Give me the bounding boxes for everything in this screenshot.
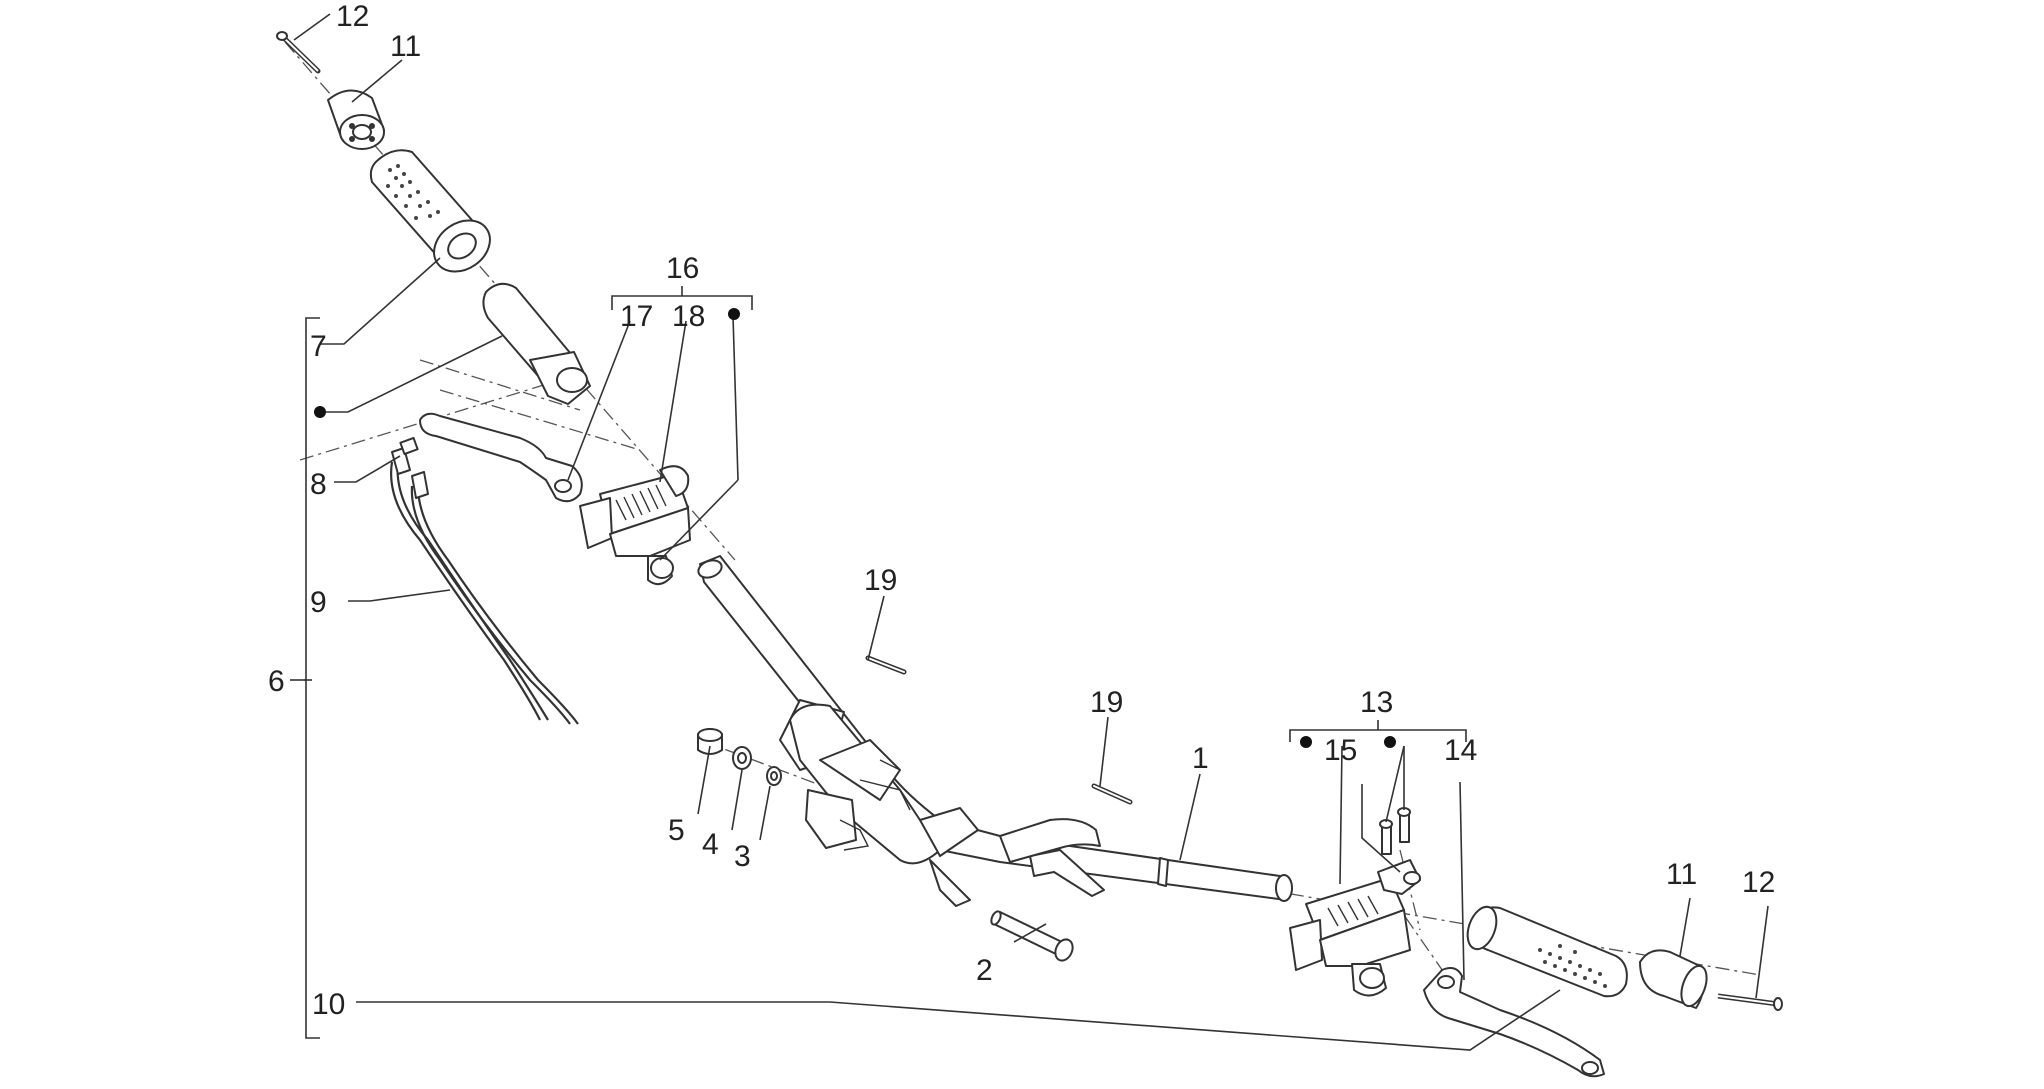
callout-16: 16 xyxy=(666,252,699,285)
left-bar-end-weight xyxy=(327,89,385,150)
callout-7: 7 xyxy=(310,330,327,363)
right-bar-end-bolt xyxy=(1717,993,1783,1011)
callout-2: 2 xyxy=(976,954,993,987)
group-bracket-13 xyxy=(1289,720,1467,742)
washer-part-4 xyxy=(732,746,752,770)
screws-part-15 xyxy=(1379,807,1411,855)
left-bar-end-bolt xyxy=(276,31,321,74)
callout-1: 1 xyxy=(1192,742,1209,775)
callout-9: 9 xyxy=(310,586,327,619)
callout-13-label: 13 xyxy=(1360,686,1393,719)
nut-part-5 xyxy=(697,728,723,755)
callout-12-top: 12 xyxy=(336,0,369,33)
callout-labels: 12 11 7 8 9 6 10 16 17 18 19 19 1 2 5 4 … xyxy=(268,0,1775,1021)
kit-dot-13b xyxy=(1384,736,1396,748)
leader-lines xyxy=(293,13,1769,1051)
callout-3: 3 xyxy=(734,840,751,873)
right-brake-lever xyxy=(1423,967,1605,1078)
right-bar-end-weight xyxy=(1639,949,1708,1009)
left-handle-grip xyxy=(369,149,491,273)
left-master-cylinder xyxy=(579,465,691,586)
callout-11-right: 11 xyxy=(1666,858,1697,891)
right-master-cylinder xyxy=(1289,877,1411,997)
callout-4: 4 xyxy=(702,828,719,861)
left-brake-lever xyxy=(419,412,583,503)
reservoir-grille xyxy=(615,484,667,521)
callout-11-top: 11 xyxy=(390,30,421,63)
bolt-part-2 xyxy=(990,910,1074,962)
callout-5: 5 xyxy=(668,814,685,847)
callout-17: 17 xyxy=(620,300,653,333)
kit-dot-left xyxy=(314,406,326,418)
callout-19-upper: 19 xyxy=(864,564,897,597)
kit-dot-13a xyxy=(1300,736,1312,748)
right-handle-grip xyxy=(1466,905,1628,998)
group-bracket-6 xyxy=(290,317,320,1039)
reservoir-grille-right xyxy=(1327,895,1379,927)
callout-19-lower: 19 xyxy=(1090,686,1123,719)
callout-18: 18 xyxy=(672,300,705,333)
throttle-cables xyxy=(390,436,579,725)
kit-marker-dots xyxy=(314,308,1396,748)
clamp-part-15 xyxy=(1377,859,1421,895)
callout-10: 10 xyxy=(312,988,345,1021)
throttle-sleeve xyxy=(482,282,591,405)
kit-dot-16 xyxy=(728,308,740,320)
handlebar xyxy=(697,555,1293,907)
cable-tie-lower xyxy=(1091,783,1133,805)
washer-part-3 xyxy=(766,766,782,786)
callout-15: 15 xyxy=(1324,734,1357,767)
callout-6: 6 xyxy=(268,665,285,698)
grip-texture-right xyxy=(1538,944,1607,988)
callout-8: 8 xyxy=(310,468,327,501)
cable-tie-upper xyxy=(865,655,907,675)
callout-14: 14 xyxy=(1444,734,1477,767)
grip-texture xyxy=(386,164,440,220)
callout-12-right: 12 xyxy=(1742,866,1775,899)
group-bracket-16 xyxy=(611,286,753,310)
